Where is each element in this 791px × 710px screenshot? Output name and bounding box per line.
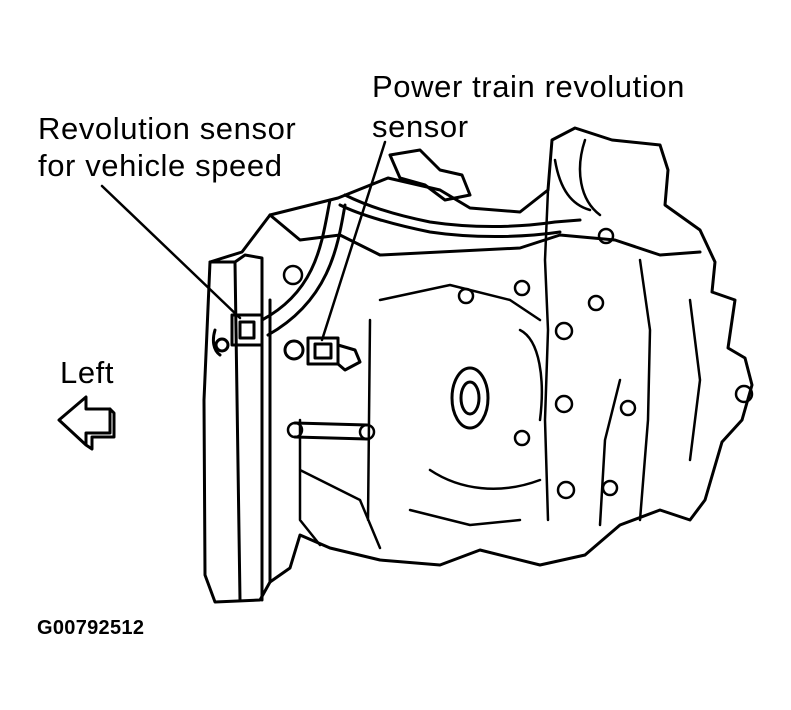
speed-sensor-cable (260, 198, 347, 337)
direction-label: Left (60, 355, 115, 390)
powertrain-sensor-label-line2: sensor (372, 109, 469, 144)
harness-tube-lower (338, 203, 562, 238)
speed-sensor-label-line1: Revolution sensor (38, 111, 297, 146)
flange-plate-front (208, 253, 264, 602)
vehicle-speed-sensor (214, 313, 264, 353)
output-shaft-boss (450, 366, 490, 430)
powertrain-sensor (283, 336, 362, 372)
casting-ribs (298, 138, 702, 550)
figure-code: G00792512 (37, 617, 145, 639)
top-cover (268, 213, 702, 257)
arrow-left-icon (57, 395, 116, 451)
housing-outline (202, 126, 754, 604)
breather-bracket (388, 148, 472, 202)
linkage-bar (293, 421, 369, 441)
flange-plate-edge (211, 298, 272, 584)
powertrain-sensor-leader (320, 140, 387, 342)
powertrain-sensor-label-line1: Power train revolution (372, 69, 686, 104)
speed-sensor-label-line2: for vehicle speed (38, 148, 283, 183)
speed-sensor-leader (100, 184, 242, 320)
harness-tube (343, 193, 582, 228)
